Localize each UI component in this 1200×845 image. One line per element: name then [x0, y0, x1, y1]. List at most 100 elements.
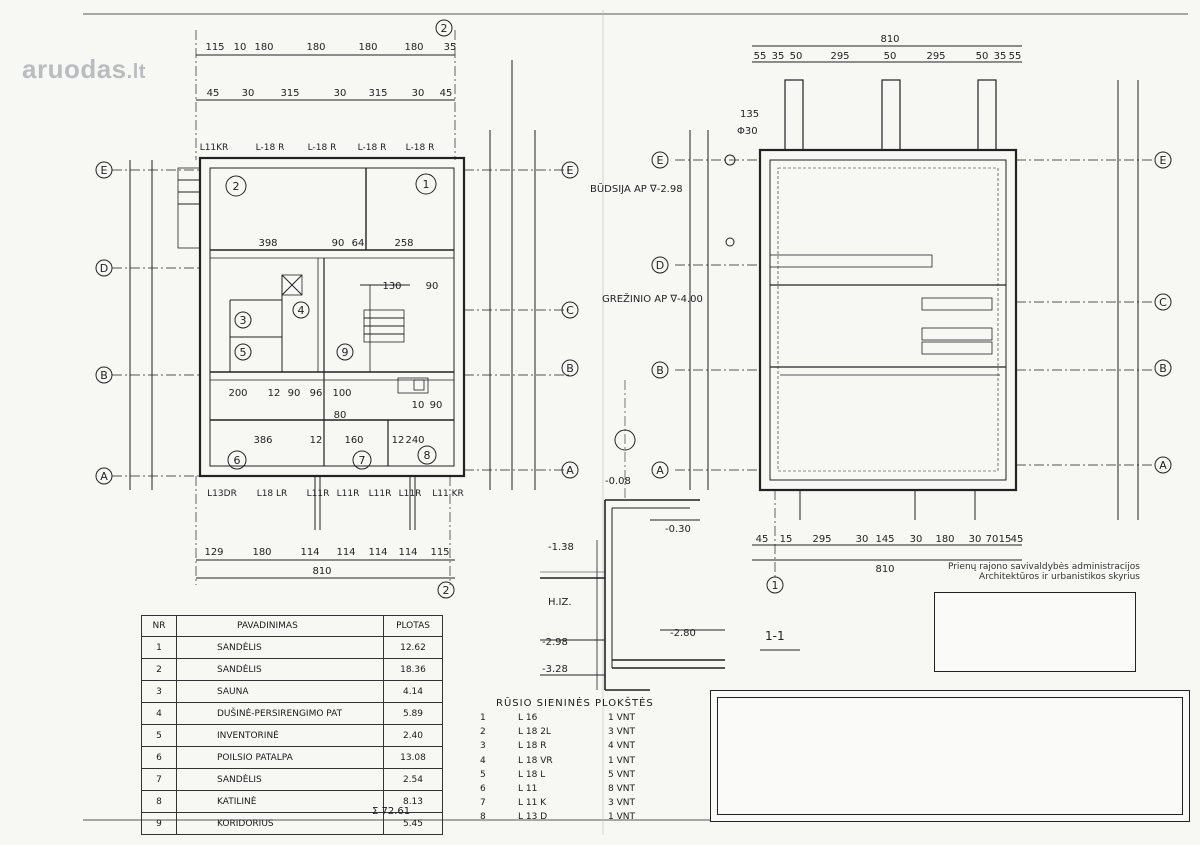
dim-rt-8: 35: [994, 51, 1007, 62]
axis-label-e-right: E: [567, 164, 574, 177]
dim-rb-8: 30: [969, 534, 982, 545]
row-name: DUŠINĖ-PERSIRENGIMO PAT: [176, 702, 384, 725]
axis-label-a-right: A: [566, 464, 574, 477]
dim-rt-3: 50: [790, 51, 803, 62]
room-number-8: 8: [424, 449, 431, 462]
wall-label-bot-4: L11R: [337, 489, 360, 499]
dim-room-80: 80: [334, 410, 347, 421]
room-number-7: 7: [359, 454, 366, 467]
room-number-2: 2: [233, 180, 240, 193]
dim-top2-2: 30: [242, 88, 255, 99]
dim-room-90b: 90: [426, 281, 439, 292]
diameter-note: Φ30: [737, 126, 758, 137]
room-number-9: 9: [342, 346, 349, 359]
dim-rt-4: 295: [830, 51, 849, 62]
dim-room-12c: 12: [392, 435, 405, 446]
dim-room-200: 200: [228, 388, 247, 399]
dim-room-12b: 12: [310, 435, 323, 446]
list-item: 4 L 18 VR 1 VNT: [480, 756, 668, 770]
axis3-label-c: C: [1159, 296, 1167, 309]
dim-rb-11: 45: [1011, 534, 1024, 545]
dim-bot-2: 180: [252, 547, 271, 558]
dim-rb-9: 70: [986, 534, 999, 545]
dim-room-100: 100: [332, 388, 351, 399]
redacted-box-upper: [934, 592, 1136, 672]
dim-right-bottom-total: 810: [875, 564, 894, 575]
wall-label-top-5: L-18 R: [406, 143, 435, 153]
panel-type: L 11 K: [518, 798, 547, 809]
row-area: 12.62: [383, 636, 443, 659]
dim-rt-7: 50: [976, 51, 989, 62]
dim-rt-5: 50: [884, 51, 897, 62]
axis3-label-b: B: [1159, 362, 1167, 375]
row-name: SANDĖLIS: [176, 768, 384, 791]
wall-label-top-2: L-18 R: [256, 143, 285, 153]
panel-qty: 1 VNT: [608, 713, 635, 723]
axis-label-e: E: [101, 164, 108, 177]
elevation-1: -1.38: [548, 542, 574, 553]
dim-bot-6: 114: [398, 547, 417, 558]
panel-qty: 8 VNT: [608, 783, 635, 794]
panel-number: 6: [480, 783, 486, 794]
dim-rt-6: 295: [926, 51, 945, 62]
panel-number: 5: [480, 769, 486, 780]
header-nr: NR: [141, 615, 177, 637]
panel-type: L 18 R: [518, 741, 547, 752]
header-name: PAVADINIMAS: [176, 615, 384, 637]
list-item: 6 L 11 8 VNT: [480, 784, 668, 798]
dim-rb-4: 30: [856, 534, 869, 545]
dim-top-1: 115: [205, 42, 224, 53]
dim-top2-3: 315: [280, 88, 299, 99]
row-nr: 2: [141, 658, 177, 681]
wall-label-bot-3: L11R: [307, 489, 330, 499]
axis-label-a: A: [100, 470, 108, 483]
dim-room-160: 160: [344, 435, 363, 446]
panel-number: 4: [480, 755, 486, 766]
panel-type: L 11: [518, 783, 538, 794]
elevation-3: -0.30: [665, 524, 691, 535]
dim-rb-2: 15: [780, 534, 793, 545]
dim-rb-3: 295: [812, 534, 831, 545]
axis2-label-d: D: [656, 259, 664, 272]
dim-top-6: 180: [404, 42, 423, 53]
title-block: [710, 690, 1190, 822]
dim-top2-7: 45: [440, 88, 453, 99]
row-nr: 4: [141, 702, 177, 725]
panel-type: L 16: [518, 713, 538, 723]
wall-panels-title: RŪSIO SIENINĖS PLOKŠTĖS: [496, 698, 654, 709]
stamp-line-2: Architektūros ir urbanistikos skyrius: [979, 572, 1140, 582]
section-label: 1-1: [765, 629, 785, 643]
dim-bot-7: 115: [430, 547, 449, 558]
axis3-label-a: A: [1159, 459, 1167, 472]
dim-top-2: 10: [234, 42, 247, 53]
aruodas-watermark: aruodas.lt: [22, 54, 146, 85]
axis-label-b: B: [100, 369, 108, 382]
rooms-table-header: NR PAVADINIMAS PLOTAS: [141, 615, 443, 637]
panel-type: L 18 VR: [518, 755, 553, 766]
row-name: SANDĖLIS: [176, 636, 384, 659]
area-total: Σ 72.61: [372, 806, 411, 817]
dim-top-5: 180: [358, 42, 377, 53]
hydro-insulation-note: H.IZ.: [548, 597, 572, 608]
row-name: KORIDORIUS: [176, 812, 384, 835]
elevation-4: -2.98: [542, 637, 568, 648]
room-number-4: 4: [298, 304, 305, 317]
row-nr: 1: [141, 636, 177, 659]
panel-qty: 1 VNT: [608, 755, 635, 766]
row-name: KATILINĖ: [176, 790, 384, 813]
wall-label-top-1: L11KR: [200, 143, 229, 153]
